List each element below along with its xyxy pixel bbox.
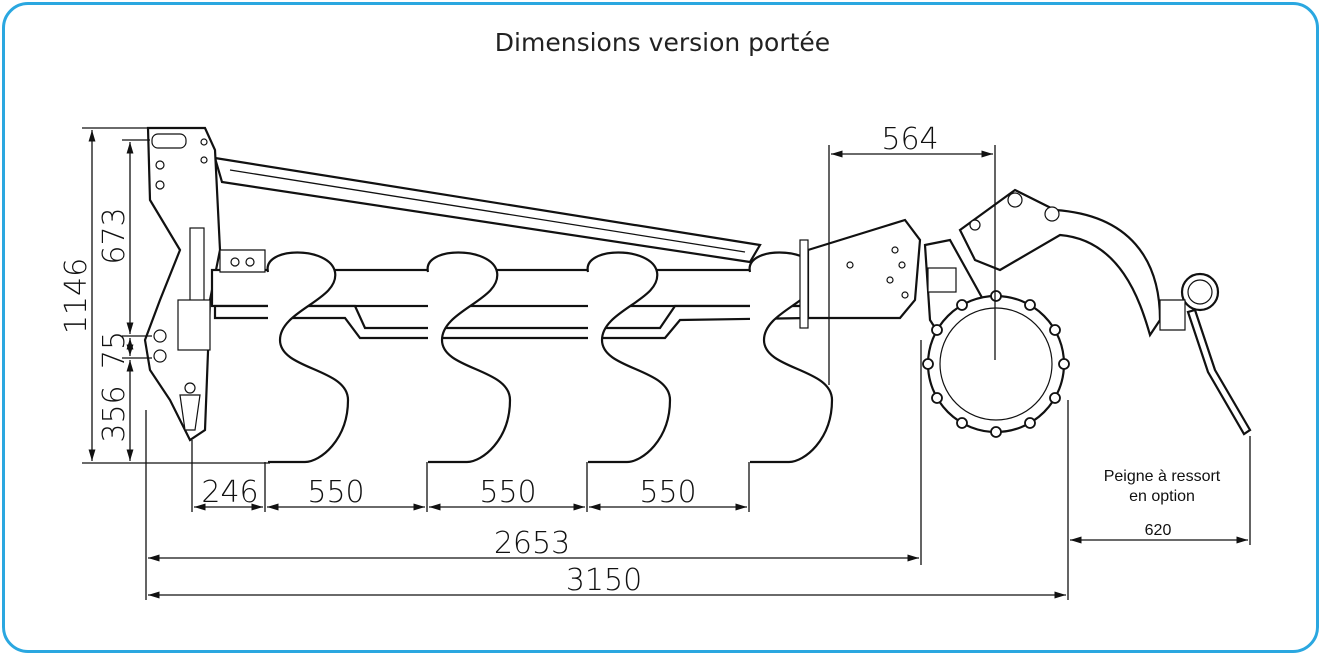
dim-spacing-1: 550 — [307, 475, 364, 510]
comb-note-line2: en option — [1129, 488, 1195, 505]
dim-spacing-2: 550 — [479, 475, 536, 510]
dim-height-upper: 673 — [97, 207, 132, 264]
dimension-lines — [82, 127, 1251, 600]
dim-offset-first: 246 — [201, 475, 258, 510]
dim-spacing-3: 550 — [639, 475, 696, 510]
dim-height-mid: 75 — [97, 331, 132, 369]
dimension-labels: 1146 673 75 356 246 550 550 550 2653 315… — [59, 122, 1221, 598]
dim-width-frame: 2653 — [494, 526, 570, 561]
dim-comb-length: 620 — [1145, 522, 1172, 539]
dim-roller-offset: 564 — [881, 122, 938, 157]
diagram-title: Dimensions version portée — [494, 28, 831, 57]
dim-height-total: 1146 — [59, 258, 94, 334]
machine-outline — [143, 126, 1252, 464]
dim-width-total: 3150 — [566, 563, 642, 598]
dim-height-lower: 356 — [97, 385, 132, 442]
comb-note-line1: Peigne à ressort — [1104, 468, 1221, 485]
